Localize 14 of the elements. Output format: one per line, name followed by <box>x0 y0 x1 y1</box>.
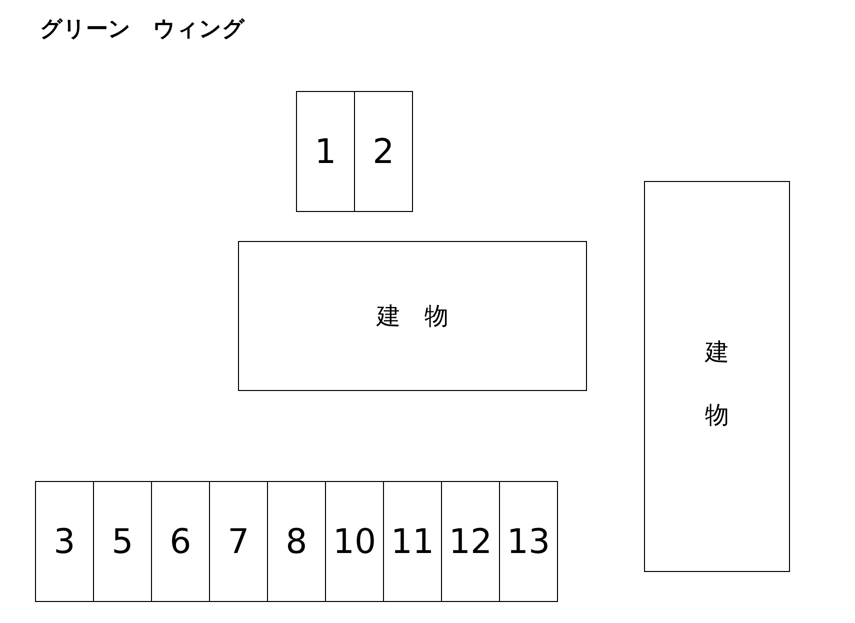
parking-space: 5 <box>93 481 152 602</box>
parking-space: 2 <box>354 91 413 212</box>
parking-space: 6 <box>151 481 210 602</box>
title: グリーン ウィング <box>40 16 245 44</box>
parking-space: 11 <box>383 481 442 602</box>
parking-space: 8 <box>267 481 326 602</box>
parking-space: 13 <box>499 481 558 602</box>
building: 建 物 <box>238 241 587 391</box>
parking-space: 10 <box>325 481 384 602</box>
parking-space: 7 <box>209 481 268 602</box>
building: 建物 <box>644 181 790 572</box>
parking-space: 12 <box>441 481 500 602</box>
parking-space: 3 <box>35 481 94 602</box>
parking-space: 1 <box>296 91 355 212</box>
